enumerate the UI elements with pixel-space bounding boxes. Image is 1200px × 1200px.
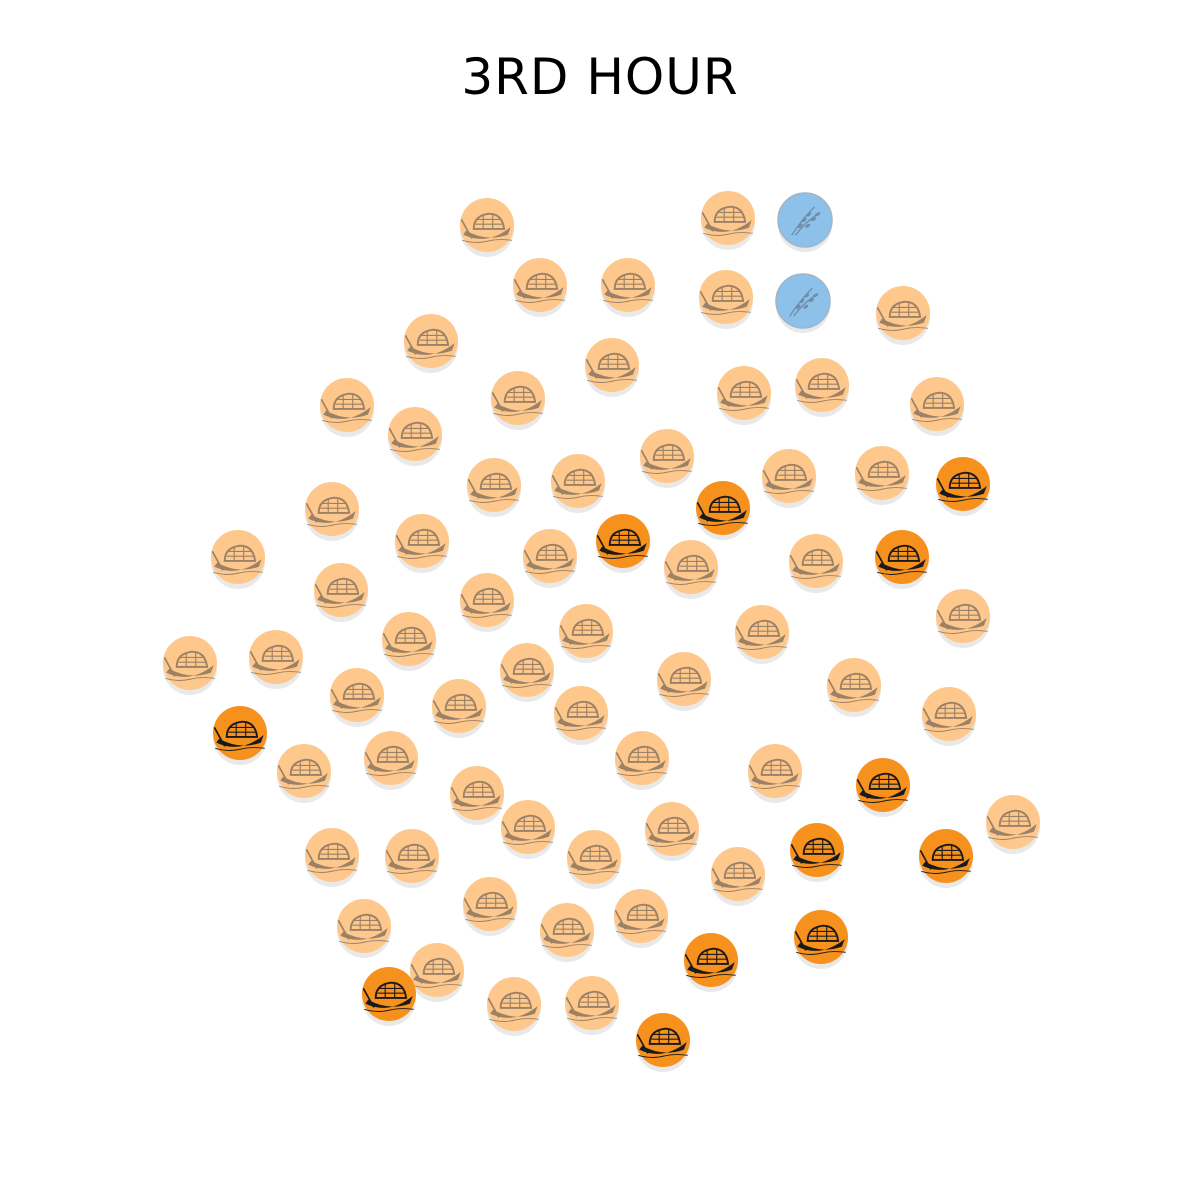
boat-faded-token (922, 687, 976, 746)
boat-faded-token (540, 903, 594, 962)
boat-faded-token (330, 668, 384, 727)
boat-faded-token (487, 977, 541, 1036)
boat-highlight-token (362, 967, 416, 1026)
boat-faded-token (699, 270, 753, 329)
boat-highlight-token (790, 823, 844, 882)
boat-faded-token (554, 686, 608, 745)
boat-faded-token (827, 658, 881, 717)
boat-faded-token (936, 589, 990, 648)
boat-faded-token (395, 514, 449, 573)
boat-faded-token (305, 828, 359, 887)
boat-faded-token (523, 529, 577, 588)
boat-faded-token (855, 446, 909, 505)
boat-highlight-token (856, 758, 910, 817)
boat-faded-token (711, 847, 765, 906)
boat-faded-token (364, 731, 418, 790)
boat-faded-token (876, 286, 930, 345)
boat-highlight-token (919, 829, 973, 888)
boat-faded-token (467, 458, 521, 517)
boat-faded-token (500, 643, 554, 702)
boat-faded-token (657, 652, 711, 711)
boat-faded-token (735, 605, 789, 664)
boat-faded-token (513, 258, 567, 317)
page-title: 3RD HOUR (461, 48, 739, 106)
boat-faded-token (314, 563, 368, 622)
boat-faded-token (717, 366, 771, 425)
boat-faded-token (640, 429, 694, 488)
boat-faded-token (432, 679, 486, 738)
boat-faded-token (388, 407, 442, 466)
boat-faded-token (795, 358, 849, 417)
boat-faded-token (986, 795, 1040, 854)
boat-faded-token (615, 731, 669, 790)
boat-faded-token (404, 314, 458, 373)
boat-faded-token (320, 378, 374, 437)
boat-faded-token (382, 612, 436, 671)
boat-highlight-token (636, 1013, 690, 1072)
boat-highlight-token (596, 514, 650, 573)
boat-highlight-token (213, 706, 267, 765)
rice-token (777, 192, 833, 252)
boat-faded-token (277, 744, 331, 803)
boat-faded-token (211, 530, 265, 589)
boat-faded-token (645, 802, 699, 861)
boat-faded-token (460, 573, 514, 632)
boat-faded-token (567, 830, 621, 889)
boat-faded-token (910, 377, 964, 436)
boat-faded-token (559, 604, 613, 663)
boat-faded-token (501, 800, 555, 859)
boat-faded-token (789, 534, 843, 593)
boat-faded-token (551, 454, 605, 513)
boat-faded-token (249, 630, 303, 689)
boat-highlight-token (936, 457, 990, 516)
boat-faded-token (163, 636, 217, 695)
boat-faded-token (585, 338, 639, 397)
boat-highlight-token (875, 530, 929, 589)
boat-faded-token (491, 371, 545, 430)
boat-faded-token (305, 482, 359, 541)
boat-faded-token (337, 899, 391, 958)
rice-token (775, 273, 831, 333)
boat-faded-token (748, 744, 802, 803)
boat-highlight-token (794, 910, 848, 969)
boat-faded-token (614, 889, 668, 948)
boat-faded-token (701, 191, 755, 250)
token-layer (163, 191, 1040, 1072)
boat-faded-token (601, 258, 655, 317)
boat-faded-token (463, 877, 517, 936)
boat-highlight-token (696, 481, 750, 540)
boat-faded-token (762, 449, 816, 508)
boat-faded-token (410, 943, 464, 1002)
boat-highlight-token (684, 933, 738, 992)
boat-faded-token (450, 766, 504, 825)
boat-faded-token (565, 976, 619, 1035)
boat-faded-token (664, 540, 718, 599)
boat-faded-token (385, 829, 439, 888)
boat-faded-token (460, 198, 514, 257)
